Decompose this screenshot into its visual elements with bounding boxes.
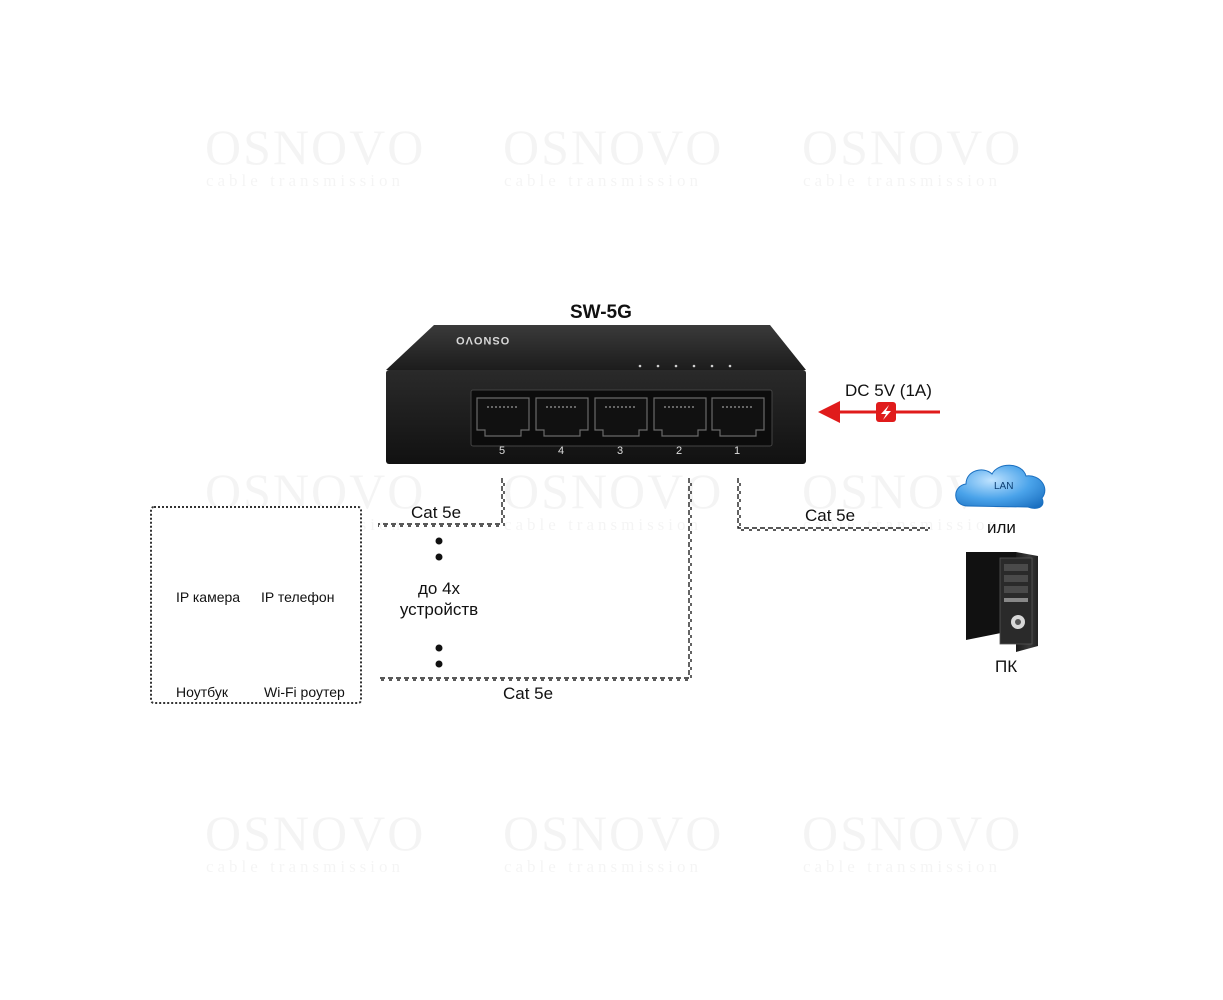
cable-label-devices-top: Cat 5e (411, 503, 462, 522)
port-number-label: 5 (499, 445, 506, 457)
pc-label: ПК (995, 657, 1018, 676)
port-number-label: 4 (558, 445, 565, 457)
network-switch (386, 325, 806, 464)
continuation-dots (435, 537, 443, 668)
port-number-label: 3 (617, 445, 624, 457)
rj45-ports (476, 397, 765, 437)
switch-model-label: SW-5G (570, 302, 632, 323)
rj45-port-1 (711, 397, 765, 437)
pc-tower-icon (966, 552, 1038, 652)
cable-port-1 (737, 478, 930, 531)
device-label-ip-camera: IP камера (176, 589, 241, 605)
cable-label-devices-bottom: Cat 5e (503, 684, 554, 703)
cable-port-2 (378, 478, 692, 681)
lan-cloud-label: LAN (994, 481, 1014, 492)
device-label-ip-phone: IP телефон (261, 589, 335, 605)
rj45-port-5 (476, 397, 530, 437)
or-label: или (987, 518, 1016, 537)
cable-label-uplink: Cat 5e (805, 506, 856, 525)
devices-count-line1: до 4х (417, 579, 461, 598)
switch-brand-logo: OSNOVO (455, 334, 510, 346)
lightning-icon (876, 402, 896, 422)
lan-cloud-icon (955, 464, 1046, 509)
devices-count-note: до 4х устройств (396, 578, 482, 620)
power-label: DC 5V (1A) (845, 381, 932, 400)
end-devices-group (150, 506, 362, 704)
cable-port-5 (378, 478, 505, 527)
port-number-label: 1 (734, 445, 741, 457)
rj45-port-4 (535, 397, 589, 437)
devices-count-line2: устройств (399, 600, 479, 619)
device-label-wifi-router: Wi-Fi роутер (264, 684, 345, 700)
rj45-port-2 (653, 397, 707, 437)
port-number-label: 2 (676, 445, 683, 457)
rj45-port-3 (594, 397, 648, 437)
device-label-laptop: Ноутбук (176, 684, 228, 700)
